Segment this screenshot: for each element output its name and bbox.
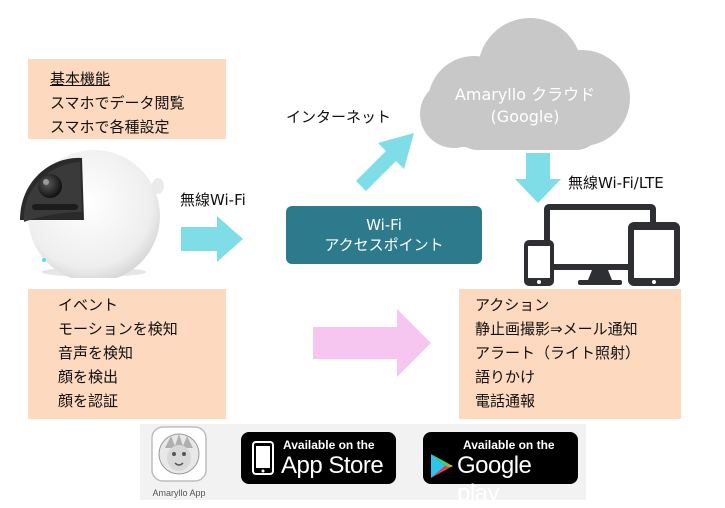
- action-item: 電話通報: [475, 392, 536, 410]
- event-item: モーションを検知: [58, 320, 178, 338]
- cloud-label: Amaryllo クラウド (Google): [414, 84, 636, 128]
- action-item: 語りかけ: [475, 368, 536, 386]
- cloud-provider: (Google): [490, 107, 560, 126]
- basic-functions-box: 基本機能 スマホでデータ閲覧 スマホで各種設定: [28, 59, 226, 139]
- wireless-wifi-label: 無線Wi-Fi: [180, 191, 246, 209]
- lion-icon: [151, 426, 207, 482]
- internet-label: インターネット: [286, 108, 392, 126]
- basic-function-line: スマホで各種設定: [50, 118, 170, 136]
- event-item: 顔を検出: [58, 368, 119, 386]
- google-play-badge[interactable]: Available on the Google play: [423, 432, 578, 507]
- amaryllo-app[interactable]: Amaryllo App: [146, 426, 212, 500]
- cloud-name: Amaryllo クラウド: [454, 85, 596, 104]
- app-store-small-text: Available on the: [283, 438, 375, 452]
- basic-functions-title: 基本機能: [50, 70, 111, 88]
- basic-function-line: スマホでデータ閲覧: [50, 94, 185, 112]
- app-store-badge[interactable]: Available on the App Store: [241, 432, 396, 484]
- camera-icon: [12, 150, 164, 282]
- action-item: アラート（ライト照射）: [475, 344, 641, 362]
- event-item: 顔を認証: [58, 392, 119, 410]
- access-point-line2: アクセスポイント: [324, 236, 444, 254]
- actions-box: アクション 静止画撮影⇒メール通知 アラート（ライト照射） 語りかけ 電話通報: [459, 289, 681, 419]
- action-item: 静止画撮影⇒メール通知: [475, 320, 638, 338]
- play-icon: [431, 454, 453, 478]
- events-title: イベント: [58, 296, 119, 314]
- wireless-wifi-lte-label: 無線Wi-Fi/LTE: [568, 174, 664, 192]
- event-item: 音声を検知: [58, 344, 134, 362]
- cloud-icon: Amaryllo クラウド (Google): [414, 16, 636, 150]
- arrow-up-right-icon: [356, 133, 414, 191]
- arrow-down-icon: [515, 153, 561, 203]
- google-play-small-text: Available on the: [463, 438, 555, 452]
- devices-icon: [522, 200, 682, 288]
- arrow-right-large-icon: [313, 309, 431, 377]
- access-point-line1: Wi-Fi: [366, 216, 402, 234]
- app-store-big-text: App Store: [281, 452, 384, 479]
- events-box: イベント モーションを検知 音声を検知 顔を検出 顔を認証: [28, 289, 226, 419]
- phone-icon: [252, 441, 274, 475]
- arrow-right-icon: [181, 216, 243, 262]
- actions-title: アクション: [475, 296, 550, 314]
- app-name: Amaryllo App: [152, 488, 206, 498]
- wifi-access-point: Wi-Fi アクセスポイント: [286, 206, 482, 264]
